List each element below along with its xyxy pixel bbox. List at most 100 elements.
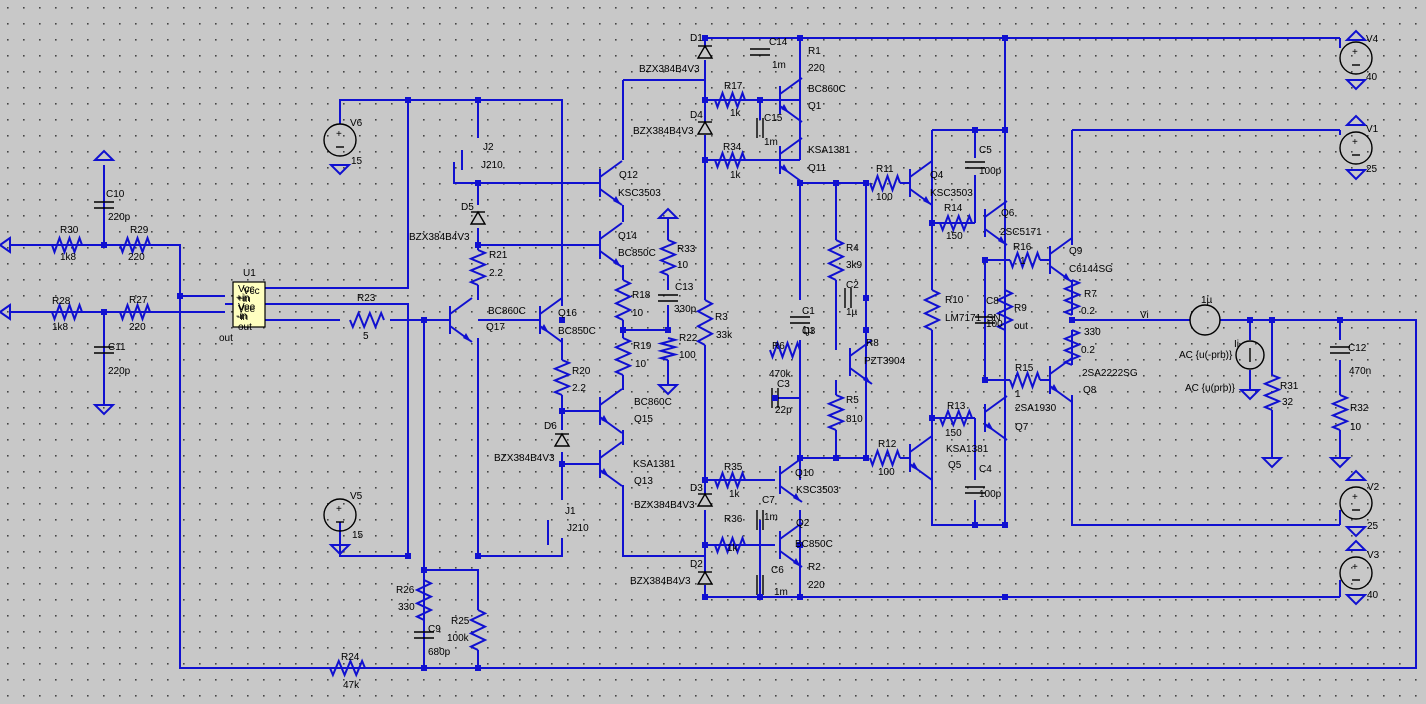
label: R5 — [846, 395, 859, 406]
label: AC {u(prb)} — [1185, 383, 1236, 394]
resistor — [1009, 250, 1041, 270]
transistor-collector — [599, 222, 623, 240]
supply-symbol — [1344, 114, 1368, 126]
wire — [424, 569, 479, 610]
label: 2.2 — [572, 383, 586, 394]
resistor — [1062, 279, 1082, 316]
diode — [469, 210, 487, 225]
junction-dot — [929, 220, 935, 226]
label: R26 — [396, 585, 415, 596]
label: Q16 — [558, 308, 577, 319]
ground-symbol — [328, 544, 352, 556]
ground-symbol — [1344, 526, 1368, 538]
transistor-arrow — [863, 375, 871, 384]
label: 2SA1930 — [1015, 403, 1057, 414]
junction-dot — [405, 553, 411, 559]
label: D3 — [690, 483, 703, 494]
junction-dot — [797, 455, 803, 461]
label: Q11 — [808, 163, 827, 174]
label: 220 — [808, 580, 825, 591]
junction-dot — [833, 180, 839, 186]
plus-sign: + — [336, 129, 342, 140]
label: V5 — [350, 491, 363, 502]
label: Q15 — [634, 414, 653, 425]
label: D2 — [690, 559, 703, 570]
junction-dot — [833, 455, 839, 461]
ground-symbol — [1344, 169, 1368, 181]
label: C12 — [1348, 343, 1367, 354]
junction-dot — [1269, 317, 1275, 323]
label: D1 — [690, 33, 703, 44]
label: 680p — [428, 647, 451, 658]
plus-sign: + — [1352, 562, 1358, 573]
opamp-pin: Vcc — [238, 284, 255, 295]
label: 1k8 — [60, 252, 77, 263]
label: BZX384B4V3 — [630, 576, 691, 587]
label: 810 — [846, 414, 863, 425]
label: R20 — [572, 366, 591, 377]
junction-dot — [421, 567, 427, 573]
label: 10 — [1350, 422, 1362, 433]
supply-symbol — [656, 207, 680, 219]
transistor-arrow — [613, 196, 621, 205]
transistor-collector — [449, 297, 473, 315]
resistor — [869, 448, 901, 468]
junction-dot — [405, 97, 411, 103]
resistor — [414, 579, 434, 621]
label: R15 — [1015, 363, 1034, 374]
label: 1µ — [846, 307, 858, 318]
resistor — [714, 470, 746, 490]
transistor-arrow — [998, 236, 1006, 245]
label: D5 — [461, 202, 474, 213]
junction-dot — [797, 594, 803, 600]
label: KSC3503 — [796, 485, 839, 496]
ground-symbol — [656, 384, 680, 396]
label: 0.2 — [1081, 306, 1095, 317]
label: 100p — [979, 166, 1002, 177]
junction-dot — [1002, 594, 1008, 600]
label: 15 — [351, 156, 363, 167]
junction-dot — [559, 461, 565, 467]
wire — [1071, 395, 1340, 526]
resistor — [51, 302, 83, 322]
transistor-arrow — [463, 333, 471, 342]
opamp-body — [232, 281, 266, 328]
voltage-source — [1339, 41, 1373, 75]
label: PZT3904 — [864, 356, 906, 367]
label: 1k — [727, 543, 739, 554]
junction-dot — [757, 594, 763, 600]
junction-dot — [665, 327, 671, 333]
ground-symbol — [328, 164, 352, 176]
label: 40 — [1366, 72, 1378, 83]
junction-dot — [863, 455, 869, 461]
label: 100 — [986, 319, 1003, 330]
label: J210 — [567, 523, 589, 534]
label: 220 — [129, 322, 146, 333]
label: 1k — [730, 108, 742, 119]
label: -in — [236, 311, 247, 322]
label: C11 — [108, 342, 126, 353]
label: KSC3503 — [618, 188, 661, 199]
transistor-arrow — [613, 258, 621, 267]
junction-dot — [559, 408, 565, 414]
label: LM7171_SN — [945, 313, 1001, 324]
label: R4 — [846, 243, 859, 254]
label: 100 — [878, 467, 895, 478]
label: 100p — [979, 489, 1002, 500]
label: Q5 — [948, 460, 962, 471]
label: U1 — [243, 268, 256, 279]
transistor-collector — [779, 137, 803, 155]
resistor — [552, 359, 572, 396]
label: BC850C — [618, 248, 656, 259]
input-port — [0, 236, 11, 254]
label: KSA1381 — [946, 444, 989, 455]
transistor-collector — [599, 441, 623, 459]
label: AC {u(-prb)} — [1179, 350, 1233, 361]
label: Q6 — [1001, 208, 1015, 219]
label: R1 — [808, 46, 821, 57]
transistor-collector — [539, 297, 563, 315]
label: R13 — [947, 401, 966, 412]
